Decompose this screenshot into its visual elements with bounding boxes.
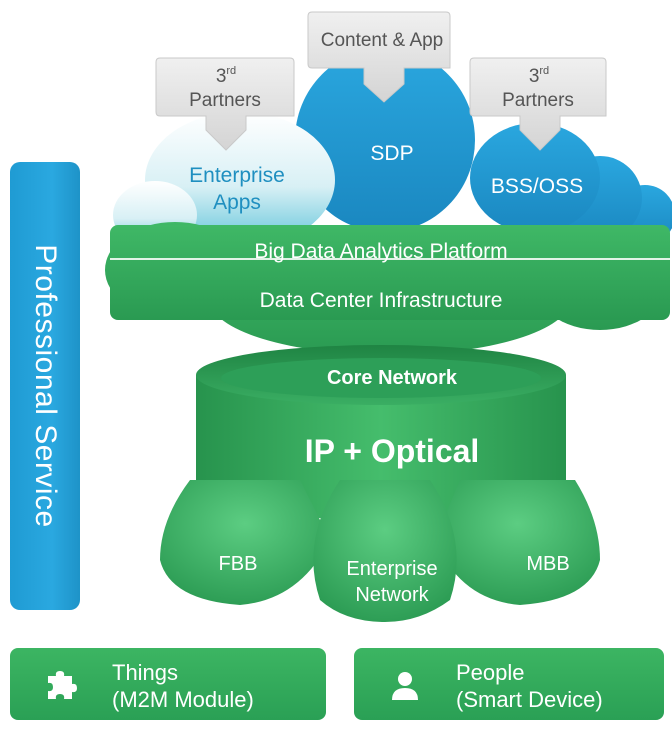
sdp-label: SDP <box>370 142 413 165</box>
bss-oss-label: BSS/OSS <box>491 175 583 198</box>
partners-left-label: Partners <box>189 90 261 111</box>
enterprise-apps-line1: Enterprise <box>189 164 285 187</box>
fbb-label: FBB <box>219 553 258 575</box>
things-title: Things <box>112 660 179 685</box>
data-center-label: Data Center Infrastructure <box>260 289 503 312</box>
partners-right-label: Partners <box>502 90 574 111</box>
callout-content-app <box>307 11 451 103</box>
core-network-label: Core Network <box>327 367 458 389</box>
callout-partners-left <box>155 57 295 151</box>
mbb-label: MBB <box>526 553 569 575</box>
people-box: People (Smart Device) <box>354 648 664 720</box>
partners-right-label-3rd: 3rd <box>529 65 549 87</box>
enterprise-network-line1: Enterprise <box>346 558 437 580</box>
things-subtitle: (M2M Module) <box>112 687 254 712</box>
things-box: Things (M2M Module) <box>10 648 326 720</box>
professional-service-bar <box>10 162 80 610</box>
content-app-label: Content & App <box>321 30 444 51</box>
enterprise-network-line2: Network <box>355 584 429 606</box>
people-title: People <box>456 660 525 685</box>
partners-left-label-3rd: 3rd <box>216 65 236 87</box>
people-subtitle: (Smart Device) <box>456 687 603 712</box>
big-data-label: Big Data Analytics Platform <box>254 240 507 263</box>
puzzle-icon <box>48 671 77 699</box>
pod-mbb <box>435 480 600 605</box>
callout-partners-right <box>469 57 607 151</box>
person-icon <box>392 672 418 700</box>
pod-enterprise-network <box>313 480 457 622</box>
platform-cloud <box>105 222 670 355</box>
enterprise-apps-line2: Apps <box>213 191 261 214</box>
ip-optical-label: IP + Optical <box>305 433 480 469</box>
cloud-sdp <box>295 48 475 232</box>
pod-fbb <box>160 480 330 605</box>
